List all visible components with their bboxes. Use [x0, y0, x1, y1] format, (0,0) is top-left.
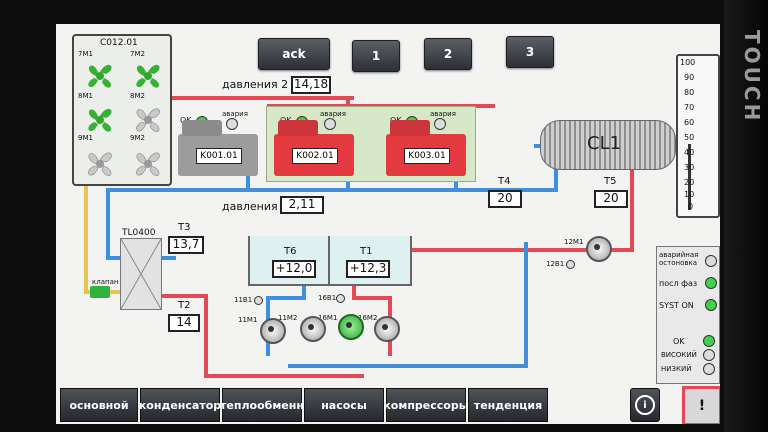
warning-icon: !	[698, 398, 706, 414]
pressure1-value: 2,11	[280, 196, 324, 214]
fan-icon	[136, 152, 160, 176]
fan-icons	[88, 64, 160, 176]
t3-value: 13,7	[168, 236, 204, 254]
info-icon: i	[635, 395, 655, 415]
pipe-suction-manifold	[106, 188, 558, 192]
page-1-button[interactable]: 1	[352, 40, 400, 72]
pressure2-value: 14,18	[291, 76, 331, 94]
pump-11m2-icon[interactable]	[300, 316, 326, 342]
page-2-button[interactable]: 2	[424, 38, 472, 70]
pressure1-label: давления 1	[222, 200, 289, 213]
ack-button[interactable]: ack	[258, 38, 330, 70]
valve-icon[interactable]	[90, 286, 110, 298]
syst-on-led	[705, 299, 717, 311]
tab-condenser[interactable]: конденсатор	[139, 388, 221, 422]
page-3-button[interactable]: 3	[506, 36, 554, 68]
cl1-tank[interactable]: CL1	[540, 120, 676, 170]
compressor-k003[interactable]: K003.01	[386, 120, 466, 176]
tab-main[interactable]: основной	[60, 388, 138, 422]
pump-16m1-icon[interactable]	[338, 314, 364, 340]
t6-value: +12,0	[272, 260, 316, 278]
phase-led	[705, 277, 717, 289]
tab-compressors[interactable]: компрессоры	[383, 388, 469, 422]
pump-16m2-icon[interactable]	[374, 316, 400, 342]
fan-icon	[88, 152, 112, 176]
pump-12m1-icon[interactable]	[586, 236, 612, 262]
pipe-discharge-top	[168, 96, 354, 100]
pipe-cold-return	[524, 242, 528, 366]
t1-value: +12,3	[346, 260, 390, 278]
fan-icon	[136, 64, 160, 88]
t5-value: 20	[594, 190, 628, 208]
pipe-yellow-line	[84, 176, 88, 294]
status-panel: аварийная остоновка посл фаз SYST ON OK …	[656, 246, 720, 384]
fan-icon	[136, 108, 160, 132]
compressor-k001[interactable]: K001.01	[178, 120, 258, 176]
pipe-cl1-return	[630, 154, 634, 250]
k003-alarm-led	[434, 118, 446, 130]
level-ok-led	[703, 335, 715, 347]
level-gauge	[676, 54, 720, 218]
fan-icon	[88, 64, 112, 88]
device-bezel	[724, 0, 768, 432]
fan-icon	[88, 108, 112, 132]
pressure2-label: давления 2	[222, 78, 289, 91]
fan-bank-title: C012.01	[100, 38, 138, 48]
k002-alarm-led	[324, 118, 336, 130]
fan-bank-c012[interactable]: C012.01 7M1 7M2 8M1 8M2 9M1 9M2	[72, 34, 172, 186]
heat-exchanger-tl0400[interactable]	[120, 238, 162, 310]
device-brand-logo: TOUCH	[740, 30, 764, 124]
hmi-screen: ack 1 2 3 C012.01 7M1 7M2 8M1 8M2 9M1 9M…	[56, 24, 720, 424]
gauge-bar	[688, 144, 691, 210]
tab-pumps[interactable]: насосы	[304, 388, 384, 422]
t2-value: 14	[168, 314, 200, 332]
t4-value: 20	[488, 190, 522, 208]
compressor-k002[interactable]: K002.01	[274, 120, 354, 176]
k001-alarm-led	[226, 118, 238, 130]
tab-trend[interactable]: тенденция	[468, 388, 548, 422]
info-button[interactable]: i	[630, 388, 660, 422]
warning-button[interactable]: !	[682, 386, 720, 424]
tab-heat-exchanger[interactable]: теплообменн	[220, 388, 304, 422]
pump-11m1-icon[interactable]	[260, 318, 286, 344]
